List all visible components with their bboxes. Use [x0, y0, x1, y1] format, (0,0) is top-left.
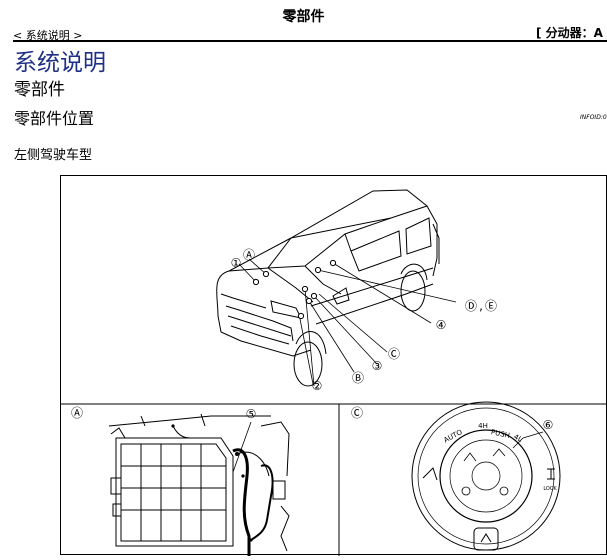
callout-1: ①: [231, 256, 242, 270]
switch-label-auto: AUTO: [442, 428, 464, 445]
vehicle-illustration: [216, 189, 440, 387]
page-header-title: 零部件: [282, 9, 325, 25]
info-id: INFOID:0: [580, 114, 607, 121]
header-divider: [13, 40, 607, 42]
leader-lines: [238, 258, 457, 387]
vdc-off-icon: [480, 533, 492, 543]
callout-view-e: Ⓔ: [485, 299, 497, 313]
panel-c: Ⓒ ⑥ AUTO 4H PUSH 4L LOCK: [351, 401, 561, 551]
breadcrumb[interactable]: < 系统说明 >: [13, 29, 83, 42]
mode-mountain-icon: [492, 448, 506, 457]
bottom-button: [473, 527, 499, 551]
callout-6: ⑥: [543, 418, 554, 432]
section-title: 系统说明: [14, 50, 106, 76]
panel-a: Ⓐ ⑤: [71, 406, 290, 556]
callout-de-separator: ,: [479, 299, 483, 313]
hill-descent-icon: [422, 467, 438, 481]
switch-label-4l: 4L: [512, 433, 523, 444]
callout-4: ④: [436, 318, 447, 332]
mode-snow-icon: [463, 452, 477, 462]
callout-3: ③: [372, 359, 383, 373]
panel-a-label: Ⓐ: [71, 406, 83, 420]
component-points: [252, 259, 337, 320]
subheading-lhd: 左侧驾驶车型: [14, 148, 93, 163]
section-code: [ 分动器：A: [536, 26, 603, 40]
callout-view-a: Ⓐ: [243, 248, 255, 262]
mode-rock-icon: [499, 486, 509, 496]
switch-label-push: PUSH: [490, 428, 510, 440]
component-location-figure: ① Ⓐ ② Ⓑ ③ Ⓒ ④ Ⓓ , Ⓔ Ⓐ ⑤: [60, 175, 607, 556]
mode-sand-icon: [461, 486, 471, 496]
callout-2: ②: [312, 379, 323, 393]
heading-components: 零部件: [14, 80, 65, 100]
switch-label-4h: 4H: [478, 422, 488, 430]
callout-view-d: Ⓓ: [465, 299, 477, 313]
callout-5: ⑤: [246, 407, 257, 421]
panel-c-label: Ⓒ: [351, 406, 363, 420]
heading-component-location: 零部件位置: [14, 109, 95, 128]
callout-view-b: Ⓑ: [352, 371, 364, 385]
figure-svg: ① Ⓐ ② Ⓑ ③ Ⓒ ④ Ⓓ , Ⓔ Ⓐ ⑤: [61, 189, 607, 556]
switch-label-lock: LOCK: [543, 486, 557, 492]
callout-view-c: Ⓒ: [388, 347, 400, 361]
lock-button-icon: [547, 468, 555, 480]
